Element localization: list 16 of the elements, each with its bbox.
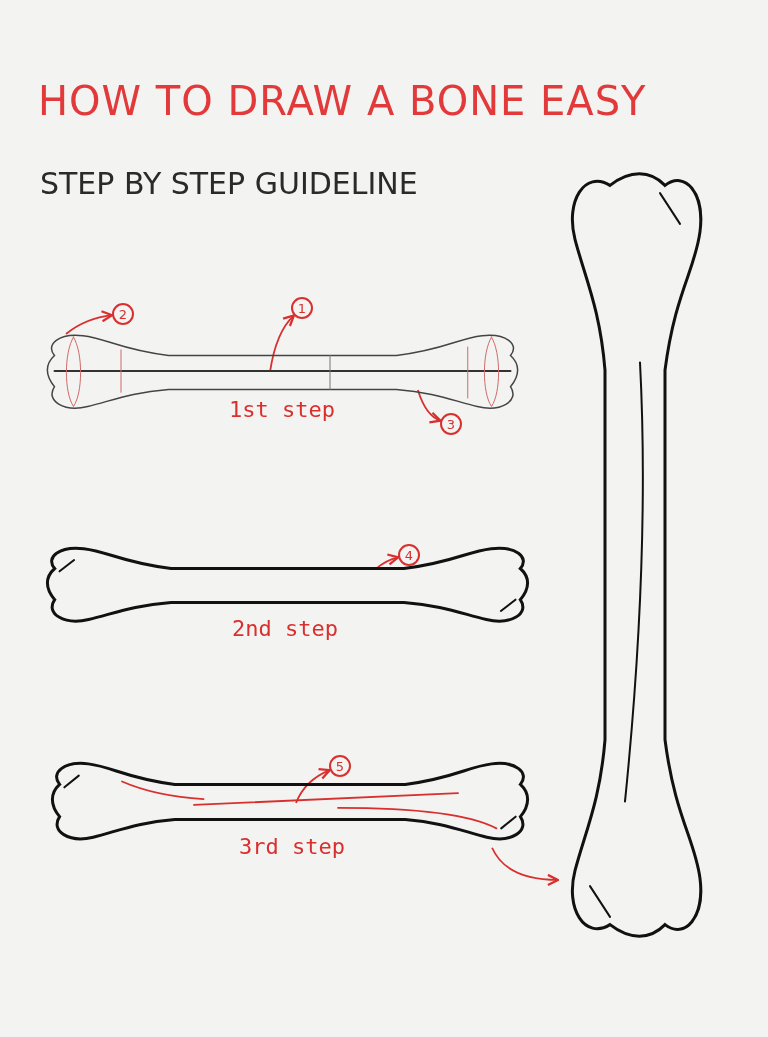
callout-number: 4 xyxy=(398,544,420,566)
leader-arrow xyxy=(65,310,114,335)
title: HOW TO DRAW A BONE EASY xyxy=(38,78,647,124)
step-caption: 1st step xyxy=(229,397,335,422)
step-caption: 2nd step xyxy=(232,616,338,641)
callout-number: 1 xyxy=(291,297,313,319)
callout-number: 5 xyxy=(329,755,351,777)
leader-arrow xyxy=(295,768,331,804)
arrow xyxy=(491,846,560,886)
callout-number: 3 xyxy=(440,413,462,435)
leader-arrow xyxy=(417,389,442,423)
leader-arrow xyxy=(374,553,400,570)
subtitle: STEP BY STEP GUIDELINE xyxy=(40,166,418,201)
callout-number: 2 xyxy=(112,303,134,325)
leader-arrow xyxy=(269,314,296,373)
step-caption: 3rd step xyxy=(239,834,345,859)
